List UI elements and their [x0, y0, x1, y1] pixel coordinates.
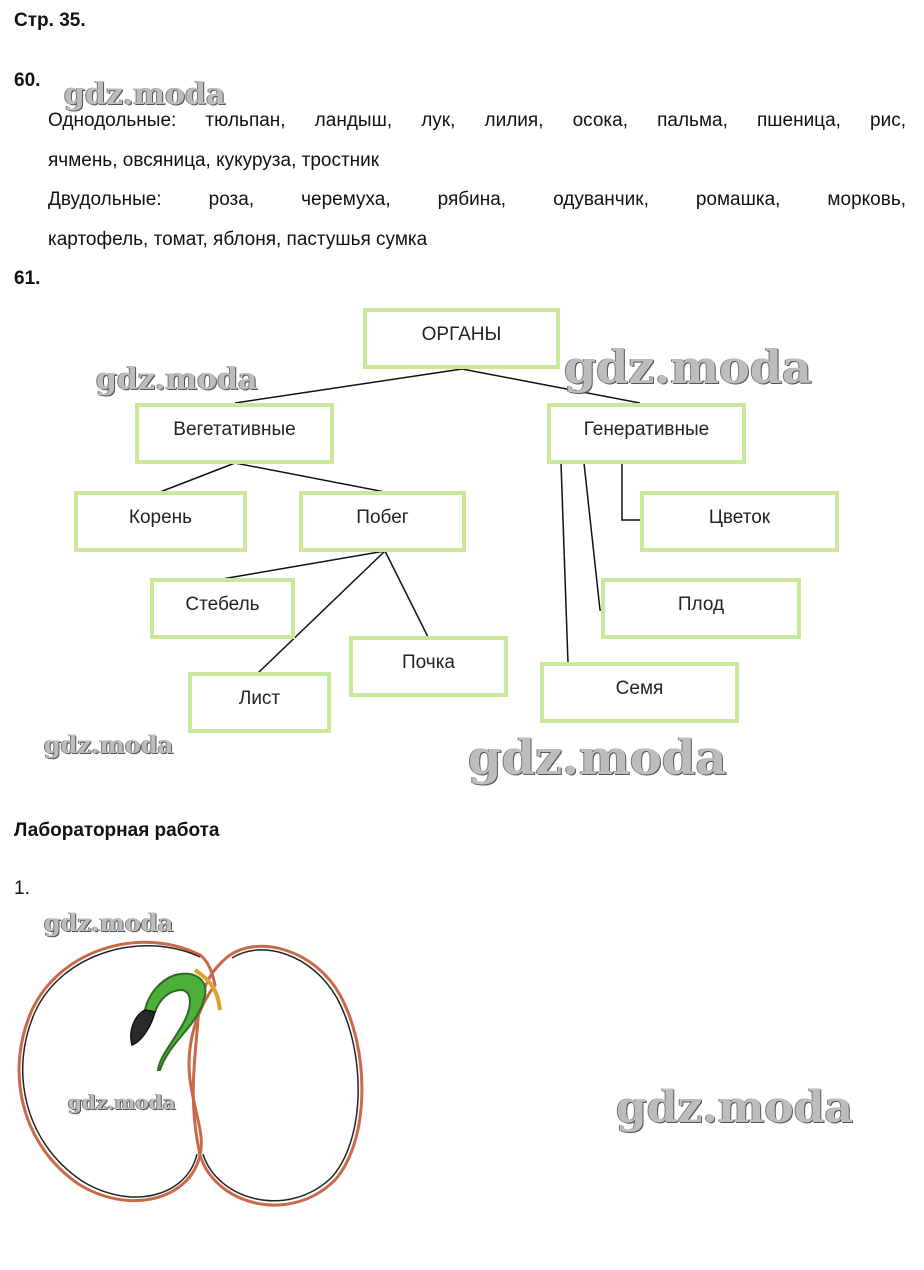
box-shoot: Побег [299, 491, 466, 552]
box-leaf-label: Лист [238, 687, 281, 709]
box-flower: Цветок [640, 491, 839, 552]
bean-seed-drawing [17, 940, 364, 1207]
lab-item-number: 1. [14, 878, 30, 899]
connector-shoot-leaf [257, 550, 386, 674]
monocots-line-2: ячмень, овсяница, кукуруза, тростник [48, 150, 380, 171]
right-cotyledon-inner-line [202, 949, 359, 1202]
connector-generative-seed [560, 462, 569, 664]
box-generative: Генеративные [547, 403, 746, 464]
left-cotyledon-inner-line [21, 945, 201, 1198]
box-organs-label: ОРГАНЫ [421, 323, 502, 345]
box-stem-label: Стебель [185, 593, 260, 615]
box-vegetative: Вегетативные [135, 403, 334, 464]
dicots-line-1: Двудольные: роза, черемуха, рябина, одув… [48, 189, 906, 210]
connector-generative-flower [621, 463, 642, 521]
box-generative-label: Генеративные [583, 418, 710, 440]
embryo-tip [130, 1009, 156, 1046]
box-flower-label: Цветок [708, 506, 771, 528]
box-fruit-label: Плод [677, 593, 725, 615]
box-leaf: Лист [188, 672, 331, 733]
box-root-organ-label: Корень [128, 506, 193, 528]
connector-shoot-stem [221, 550, 386, 580]
box-bud-label: Почка [401, 651, 455, 673]
box-seed-label: Семя [615, 677, 664, 699]
connector-organs-generative [461, 368, 641, 404]
page-title: Стр. 35. [14, 10, 86, 31]
lab-work-title: Лабораторная работа [14, 820, 220, 841]
task-60-number: 60. [14, 70, 41, 91]
right-cotyledon-outline [191, 944, 364, 1207]
box-bud: Почка [349, 636, 508, 697]
box-seed: Семя [540, 662, 739, 723]
connector-vegetative-root [159, 462, 236, 493]
connector-shoot-bud [384, 550, 429, 638]
dicots-line-2: картофель, томат, яблоня, пастушья сумка [48, 229, 428, 250]
box-shoot-label: Побег [356, 506, 409, 528]
connector-organs-vegetative [234, 368, 463, 404]
watermark-logo: gdz.moda [616, 1082, 854, 1133]
diagram-connectors [159, 368, 642, 674]
task-61-number: 61. [14, 268, 41, 289]
box-root-organ: Корень [74, 491, 247, 552]
box-organs: ОРГАНЫ [363, 308, 560, 369]
box-fruit: Плод [601, 578, 801, 639]
box-stem: Стебель [150, 578, 295, 639]
connector-vegetative-shoot [234, 462, 386, 493]
embryo-highlight [193, 968, 222, 1011]
monocots-line-1: Однодольные: тюльпан, ландыш, лук, лилия… [48, 110, 906, 131]
box-vegetative-label: Вегетативные [173, 418, 296, 440]
